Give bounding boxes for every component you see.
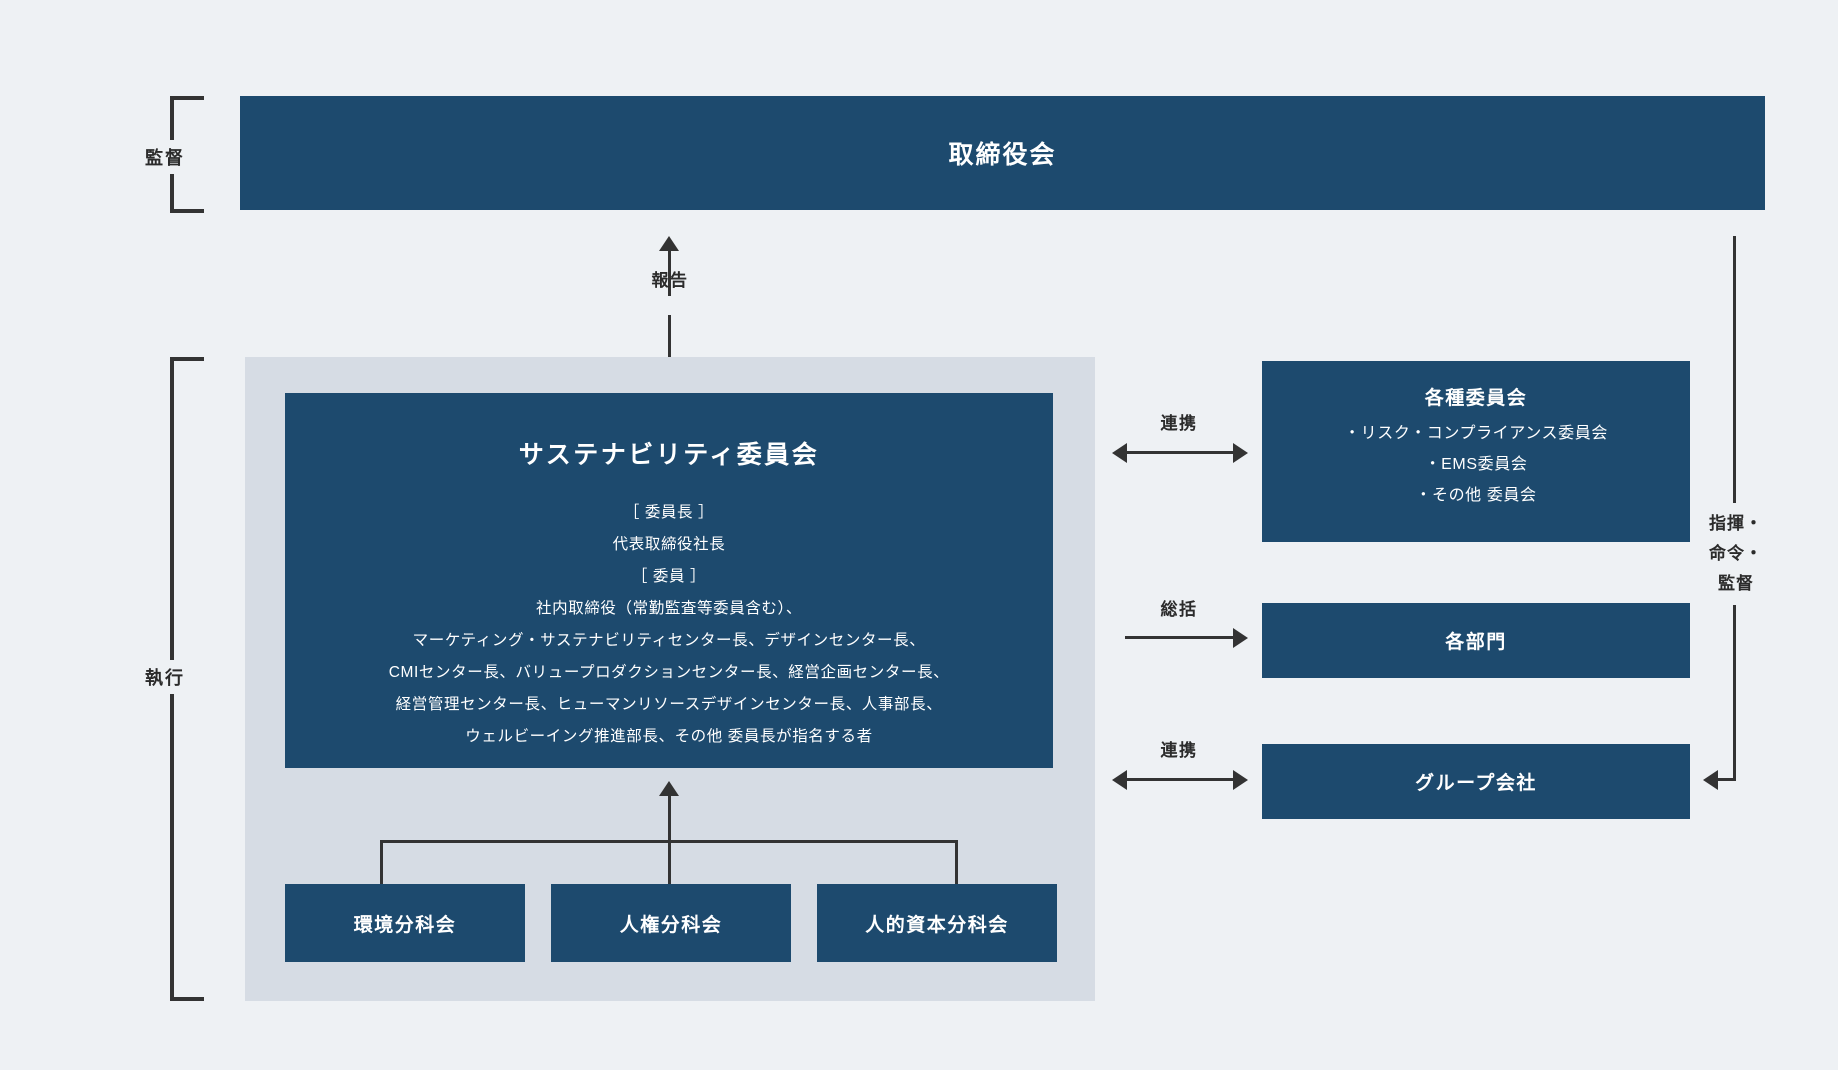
group-link-arrow-left [1112,770,1127,790]
committee-bullet: ・EMS委員会 [1424,456,1528,473]
subcommittee-human-rights-box: 人権分科会 [551,884,791,962]
subcommittee-label: 人権分科会 [619,914,723,936]
divisions-title: 各部門 [1445,632,1507,653]
report-arrow-stem-lower [668,315,671,357]
chair-heading: ［ 委員長 ］ [623,504,715,521]
board-of-directors-title: 取締役会 [948,141,1057,169]
execute-bracket-label: 執行 [130,660,200,694]
member-line: 経営管理センター長、ヒューマンリソースデザインセンター長、人事部長、 [395,696,943,713]
divisions-box: 各部門 [1262,603,1690,678]
committees-link-line [1125,451,1233,454]
subcommittee-arrow-stem [668,795,671,857]
sustainability-committee-box: サステナビリティ委員会 ［ 委員長 ］ 代表取締役社長 ［ 委員 ］ 社内取締役… [285,393,1053,768]
command-label-line: 命令・ [1709,544,1763,563]
various-committees-list: ・リスク・コンプライアンス委員会 ・EMS委員会 ・その他 委員会 [1344,418,1608,511]
report-arrow-stem-upper [668,250,671,296]
subcommittee-connector-middle [668,840,671,884]
subcommittee-human-capital-box: 人的資本分科会 [817,884,1057,962]
subcommittee-connector-left [380,840,383,884]
committee-bullet: ・リスク・コンプライアンス委員会 [1344,425,1608,442]
committee-bullet: ・その他 委員会 [1415,487,1537,504]
report-arrow-head [659,236,679,251]
group-link-label: 連携 [1160,741,1198,760]
group-company-box: グループ会社 [1262,744,1690,819]
divisions-link-arrow-right [1233,628,1248,648]
subcommittee-connector-right [955,840,958,884]
command-path-arrow-head [1703,770,1718,790]
committees-link-arrow-left [1112,443,1127,463]
group-link-line [1125,778,1233,781]
supervise-bracket-label: 監督 [130,140,200,174]
member-heading: ［ 委員 ］ [631,568,707,585]
sustainability-committee-title: サステナビリティ委員会 [518,441,820,469]
group-link-arrow-right [1233,770,1248,790]
command-path-horizontal-line [1718,778,1736,781]
subcommittee-label: 環境分科会 [353,914,457,936]
command-path-label: 指揮・ 命令・ 監督 [1700,503,1772,605]
member-line: ウェルビーイング推進部長、その他 委員長が指名する者 [465,728,873,745]
report-arrow-label: 報告 [651,271,689,290]
divisions-link-label: 総括 [1160,600,1198,619]
member-line: マーケティング・サステナビリティセンター長、デザインセンター長、 [412,632,926,649]
command-label-line: 監督 [1718,574,1754,593]
sustainability-committee-members: ［ 委員長 ］ 代表取締役社長 ［ 委員 ］ 社内取締役（常勤監査等委員含む）、… [389,497,950,753]
chair-name: 代表取締役社長 [612,536,726,553]
member-line: CMIセンター長、バリュープロダクションセンター長、経営企画センター長、 [388,664,950,681]
subcommittee-arrow-head [659,781,679,796]
subcommittee-label: 人的資本分科会 [865,914,1009,936]
committees-link-label: 連携 [1160,414,1198,433]
group-company-title: グループ会社 [1415,773,1537,794]
command-label-line: 指揮・ [1709,514,1763,533]
various-committees-box: 各種委員会 ・リスク・コンプライアンス委員会 ・EMS委員会 ・その他 委員会 [1262,361,1690,542]
divisions-link-line [1125,636,1233,639]
various-committees-title: 各種委員会 [1424,388,1528,409]
subcommittee-environment-box: 環境分科会 [285,884,525,962]
committees-link-arrow-right [1233,443,1248,463]
board-of-directors-box: 取締役会 [240,96,1765,210]
member-line: 社内取締役（常勤監査等委員含む）、 [536,600,802,617]
